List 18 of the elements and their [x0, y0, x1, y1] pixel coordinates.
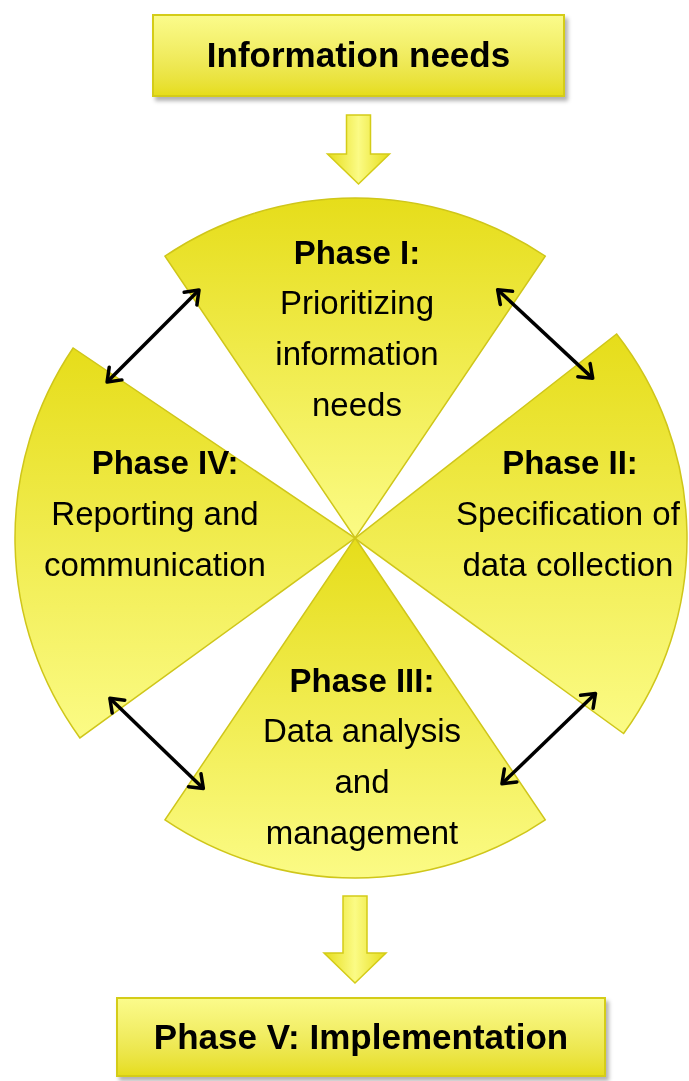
double-arrow [105, 288, 201, 384]
phase-description: Specification of data collection [455, 494, 681, 585]
double-arrow [500, 691, 598, 786]
phase-description: Prioritizing information needs [274, 283, 440, 425]
phase-description: Data analysis and management [261, 711, 463, 853]
phase-heading: Phase III: [288, 661, 436, 701]
box-label: Phase V: Implementation [153, 1015, 569, 1058]
phase-description: Reporting and communication [43, 494, 267, 585]
block-arrow [322, 895, 388, 985]
phase-heading: Phase II: [501, 443, 639, 483]
phase-heading: Phase IV: [90, 443, 240, 483]
process-box [116, 997, 606, 1077]
box-label: Information needs [206, 34, 511, 77]
double-arrow [108, 696, 206, 791]
process-box [152, 14, 565, 97]
double-arrow [495, 287, 595, 381]
phase-heading: Phase I: [292, 233, 422, 273]
block-arrow [325, 114, 392, 186]
